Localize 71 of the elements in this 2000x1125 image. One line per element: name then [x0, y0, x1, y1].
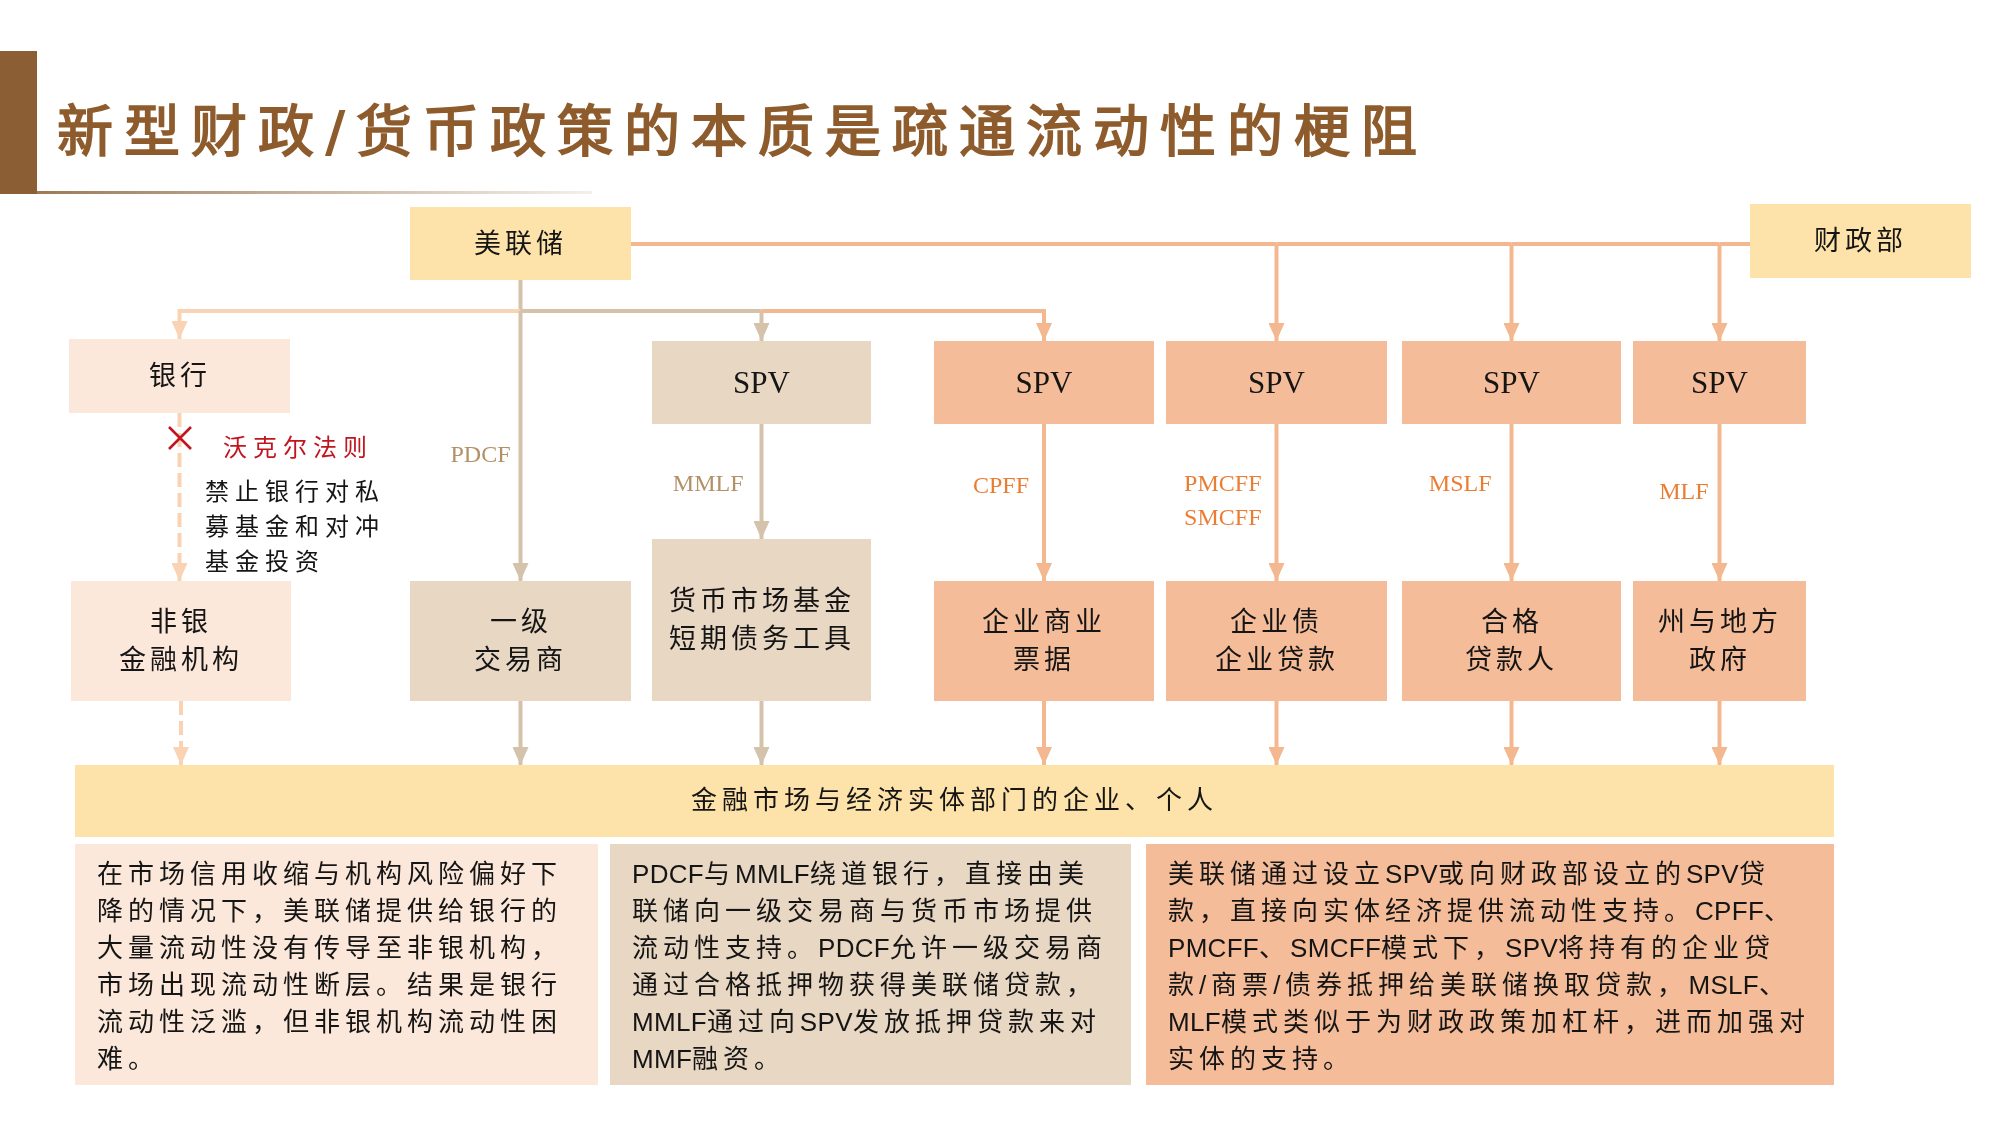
process-box	[934, 581, 1154, 701]
process-box	[934, 341, 1154, 424]
node-label: SPV	[733, 363, 790, 402]
arrow	[1036, 701, 1052, 765]
node-label: 银行	[148, 360, 211, 393]
process-box	[652, 539, 871, 701]
connector-line	[1719, 242, 1750, 246]
process-box	[652, 341, 871, 424]
edge-label: MMLF	[672, 469, 744, 498]
arrow	[761, 309, 1052, 341]
node-label: 金融市场与经济实体部门的企业、个人	[691, 785, 1218, 817]
node-label: 美联储	[474, 227, 567, 261]
connector-line	[1511, 242, 1720, 246]
arrow	[1711, 244, 1728, 341]
banner-box	[75, 765, 1834, 837]
text-panel	[610, 844, 1131, 1085]
edge-label: PMCFF SMCFF	[1184, 469, 1262, 532]
connector-line	[1276, 242, 1512, 246]
arrow	[753, 701, 770, 765]
process-box	[71, 581, 291, 701]
node-label: SPV	[1015, 363, 1073, 402]
process-box	[1633, 581, 1806, 701]
arrow	[753, 424, 770, 539]
node-label: SPV	[1248, 363, 1305, 402]
arrow	[1036, 424, 1052, 581]
arrow	[512, 311, 529, 581]
edge-label: PDCF	[450, 440, 511, 469]
arrow	[1268, 244, 1285, 341]
connector-line	[631, 242, 1277, 246]
process-box	[1633, 341, 1806, 424]
node-label: 企业商业票据	[982, 606, 1106, 677]
arrow	[1503, 244, 1520, 341]
process-box	[1402, 581, 1621, 701]
edge-label: MLF	[1659, 477, 1709, 506]
node-label: 货币市场基金短期债务工具	[668, 585, 855, 656]
arrow	[1503, 424, 1520, 581]
arrow	[1268, 701, 1285, 765]
process-box	[1166, 581, 1387, 701]
arrow	[1268, 424, 1285, 581]
process-box	[1750, 204, 1971, 278]
node-label: 一级交易商	[474, 606, 567, 677]
node-label: SPV	[1483, 363, 1540, 402]
edge-label: CPFF	[972, 471, 1029, 500]
panel-text: 在市场信用收缩与机构风险偏好下降的情况下，美联储提供给银行的大量流动性没有传导至非银机构，市场出现流动性断层。结果是银行流动性泛滥，但非银机构流动性困难。	[97, 858, 563, 1076]
process-box	[410, 207, 631, 280]
slide-title: 新型财政/货币政策的本质是疏通流动性的梗阻	[57, 97, 1429, 166]
node-label: 州与地方政府	[1657, 606, 1782, 677]
text-panel	[75, 844, 598, 1085]
note-text: 禁止银行对私募基金和对冲基金投资	[205, 478, 386, 577]
process-box	[410, 581, 631, 701]
node-label: 财政部	[1814, 225, 1907, 258]
rule-label: 沃克尔法则	[223, 434, 373, 463]
process-box	[69, 339, 290, 413]
arrow	[512, 701, 529, 765]
arrow	[171, 309, 521, 339]
arrow	[1503, 701, 1520, 765]
node-label: 企业债企业贷款	[1214, 606, 1339, 677]
arrow	[173, 701, 189, 765]
connector-line	[520, 309, 762, 313]
node-label: SPV	[1691, 363, 1748, 402]
arrow	[753, 311, 770, 341]
text-panel	[1146, 844, 1834, 1085]
edge-label: MSLF	[1428, 469, 1492, 498]
arrow	[1711, 424, 1728, 581]
arrow	[171, 413, 188, 581]
process-box	[1166, 341, 1387, 424]
node-label: 非银金融机构	[119, 606, 243, 677]
connector-line	[518, 280, 523, 311]
process-box	[1402, 341, 1621, 424]
node-label: 合格贷款人	[1465, 606, 1558, 677]
arrow	[1711, 701, 1728, 765]
